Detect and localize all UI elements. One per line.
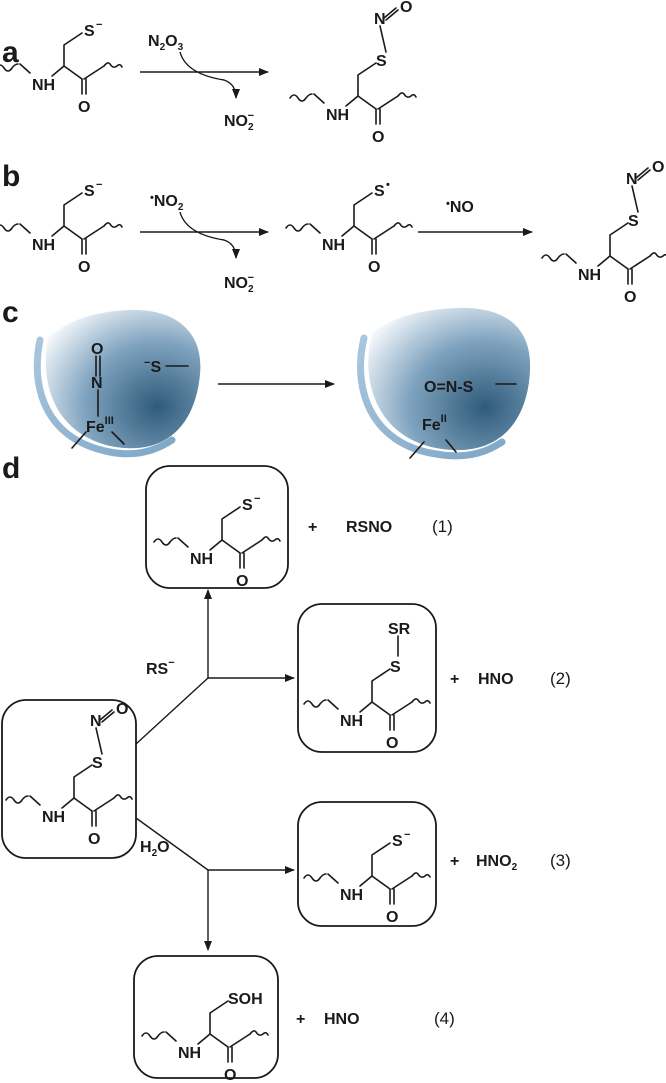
thiolate-label: −S	[144, 357, 161, 376]
cysteine-thiolate-d1: NH O S −	[153, 493, 281, 590]
o-atom: O	[88, 831, 100, 848]
equation-number-3: (3)	[550, 851, 571, 870]
panel-label-b: b	[2, 160, 20, 193]
equation-number-1: (1)	[432, 517, 453, 536]
nh-atom: NH	[578, 267, 601, 284]
disulfide-d2: S SR NH O	[303, 621, 431, 752]
panel-label-d: d	[2, 452, 20, 485]
sno-label: O=N-S	[424, 379, 474, 396]
cysteine-thiolate-a: NH O S −	[0, 19, 123, 116]
reagent-h2o: H2O	[140, 839, 170, 859]
charge-minus: −	[404, 829, 410, 841]
byproduct-no2-a: NO2−	[224, 110, 254, 133]
protein-fe2-sno: O=N-S FeII	[357, 307, 531, 460]
n-atom: N	[90, 713, 102, 730]
nh-atom: NH	[340, 713, 363, 730]
product-hno2: HNO2	[476, 853, 518, 873]
thiyl-radical-b: NH O S •	[285, 179, 413, 276]
s-atom: S	[374, 183, 385, 200]
o-atom: O	[236, 573, 248, 590]
box-product-3	[297, 801, 437, 927]
nh-atom: NH	[322, 237, 345, 254]
product-rsno: RSNO	[346, 519, 392, 536]
nh-atom: NH	[326, 107, 349, 124]
n-atom: N	[91, 375, 103, 392]
box-product-1	[145, 465, 289, 589]
box-product-2	[297, 603, 437, 753]
reagent-rs: RS−	[146, 657, 175, 678]
s-atom: S	[392, 833, 403, 850]
nh-atom: NH	[190, 551, 213, 568]
s-atom: S	[376, 53, 387, 70]
box-product-4	[133, 955, 279, 1079]
curved-arrow-b	[179, 211, 240, 259]
o-atom: O	[224, 1067, 236, 1083]
o-atom: O	[78, 99, 90, 116]
reagent-no2-radical: •NO2	[150, 192, 184, 213]
reagent-no-radical: •NO	[446, 198, 474, 216]
panel-label-a: a	[2, 36, 19, 69]
box-s-nitrosocysteine	[1, 699, 137, 859]
s-atom: S	[84, 183, 95, 200]
o-atom: O	[116, 701, 128, 718]
iron-atom: FeII	[422, 413, 447, 434]
o-atom: O	[386, 909, 398, 926]
radical-dot: •	[386, 179, 390, 191]
nh-atom: NH	[340, 887, 363, 904]
plus-sign-3: +	[450, 853, 459, 870]
s-atom: S	[390, 659, 401, 676]
product-hno-2: HNO	[478, 671, 514, 688]
branch-line-upper	[135, 677, 209, 745]
o-atom: O	[78, 259, 90, 276]
plus-sign-4: +	[296, 1011, 305, 1028]
o-atom: O	[386, 735, 398, 752]
soh-group: SOH	[228, 991, 263, 1008]
nh-atom: NH	[32, 237, 55, 254]
nh-atom: NH	[178, 1045, 201, 1062]
o-atom: O	[400, 0, 412, 16]
nh-atom: NH	[32, 77, 55, 94]
o-atom: O	[624, 289, 636, 306]
o-atom: O	[652, 159, 664, 176]
s-atom: S	[92, 755, 103, 772]
nh-atom: NH	[42, 809, 65, 826]
product-hno-4: HNO	[324, 1011, 360, 1028]
reagent-n2o3: N2O3	[148, 33, 184, 53]
equation-number-4: (4)	[434, 1009, 455, 1028]
s-atom: S	[84, 23, 95, 40]
iron-atom: FeIII	[86, 415, 114, 436]
equation-number-2: (2)	[550, 669, 571, 688]
protein-fe3-no: O N FeIII −S	[33, 309, 201, 458]
curved-arrow-a	[179, 51, 240, 99]
panel-label-c: c	[2, 296, 19, 329]
cysteine-thiolate-d3: NH O S −	[303, 829, 431, 926]
n-atom: N	[626, 171, 638, 188]
s-atom: S	[628, 213, 639, 230]
s-nitrosocysteine-d: NH O S N O	[5, 701, 133, 848]
sulfenic-acid-d4: NH O SOH	[141, 991, 269, 1083]
plus-sign-2: +	[450, 671, 459, 688]
plus-sign-1: +	[308, 519, 317, 536]
s-atom: S	[242, 497, 253, 514]
s-nitrosocysteine-b: NH O S N O	[541, 159, 666, 306]
branch-line-lower	[135, 817, 209, 871]
byproduct-no2-b: NO2−	[224, 272, 254, 295]
o-atom: O	[368, 259, 380, 276]
s-nitrosocysteine-a: NH O S N O	[289, 0, 417, 146]
cysteine-thiolate-b: NH O S −	[0, 179, 123, 276]
charge-minus: −	[96, 19, 102, 31]
charge-minus: −	[96, 179, 102, 191]
o-atom: O	[372, 129, 384, 146]
n-atom: N	[374, 11, 386, 28]
o-atom: O	[91, 341, 103, 358]
sr-group: SR	[388, 621, 411, 638]
charge-minus: −	[254, 493, 260, 505]
